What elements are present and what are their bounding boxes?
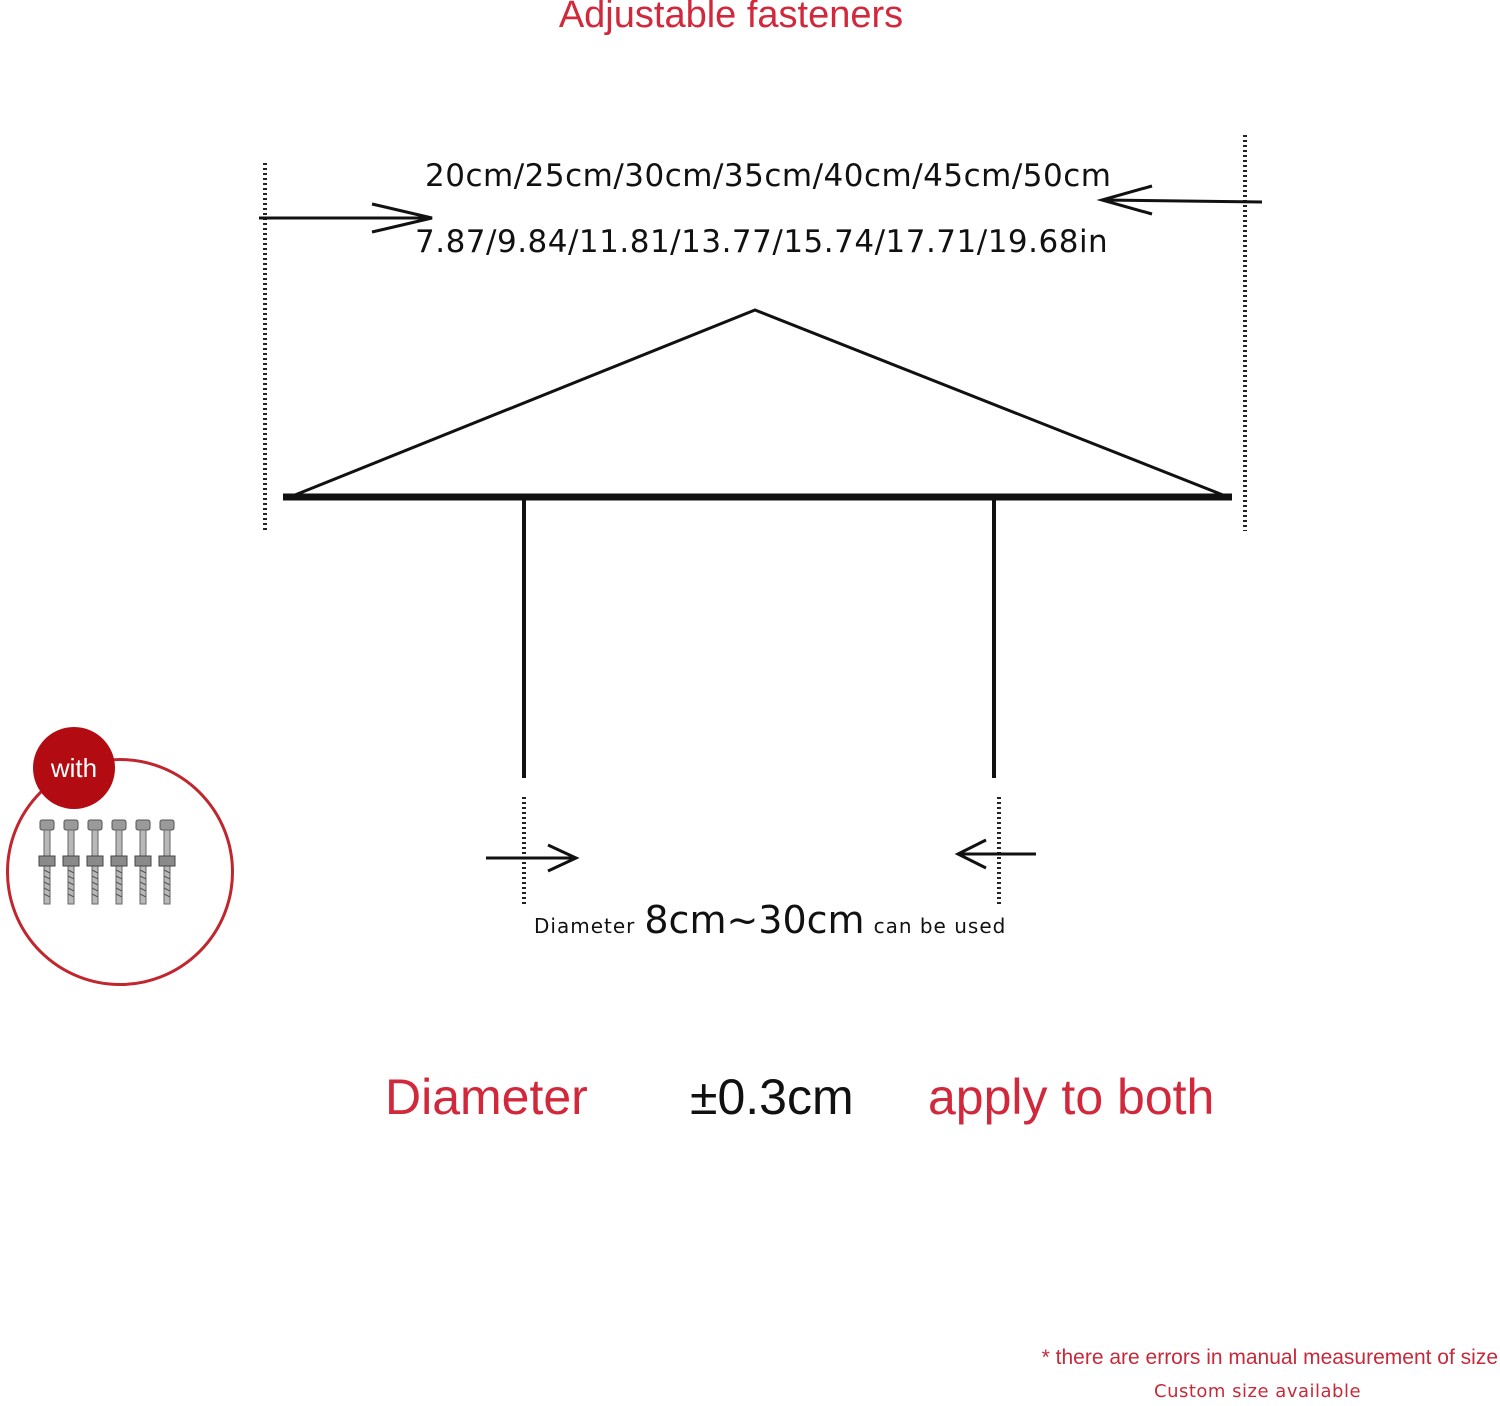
bottom-right-arrow <box>954 838 1036 870</box>
with-badge-label: with <box>50 752 98 783</box>
size-in-label: 7.87/9.84/11.81/13.77/15.74/17.71/19.68i… <box>415 224 1109 260</box>
measurement-error-note: * there are errors in manual measurement… <box>1041 1346 1498 1369</box>
diameter-range: 8cm~30cm <box>644 898 865 942</box>
triangle-cap <box>289 308 1229 499</box>
top-right-arrow <box>1096 184 1263 216</box>
tolerance-label: Diameter <box>385 1069 588 1125</box>
with-badge: with <box>33 727 115 809</box>
diameter-prefix: Diameter <box>534 914 636 938</box>
tolerance-value: ±0.3cm <box>690 1069 854 1125</box>
custom-size-note: Custom size available <box>1154 1381 1362 1402</box>
top-left-arrow <box>259 202 433 234</box>
size-cm-label: 20cm/25cm/30cm/35cm/40cm/45cm/50cm <box>425 158 1112 194</box>
diagram-title: Adjustable fasteners <box>558 0 904 36</box>
tolerance-note: apply to both <box>928 1069 1215 1125</box>
bottom-left-arrow <box>486 843 580 873</box>
bolts-icon <box>38 819 176 905</box>
diameter-range-line: Diameter 8cm~30cm can be used <box>534 898 1006 942</box>
diameter-suffix: can be used <box>873 914 1007 938</box>
